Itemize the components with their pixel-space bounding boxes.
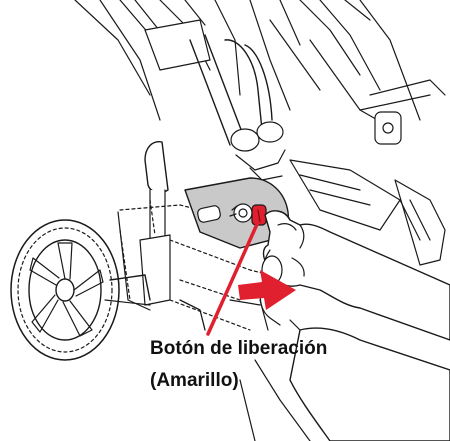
user-arm (239, 319, 450, 441)
seat-basket (289, 159, 446, 266)
pull-direction-arrow (238, 270, 296, 310)
front-leg (139, 141, 171, 306)
fold-mechanism-panel (184, 177, 291, 249)
release-button-color-label: (Amarillo) (150, 370, 239, 391)
release-button-label: Botón de liberación (150, 338, 328, 359)
front-wheel (10, 219, 120, 361)
user-hand (259, 210, 450, 341)
release-button (251, 204, 267, 226)
upper-frame (144, 19, 446, 146)
harness-buckle (230, 121, 286, 181)
canopy-fabric (74, 0, 421, 131)
callout-pointer (206, 220, 260, 336)
